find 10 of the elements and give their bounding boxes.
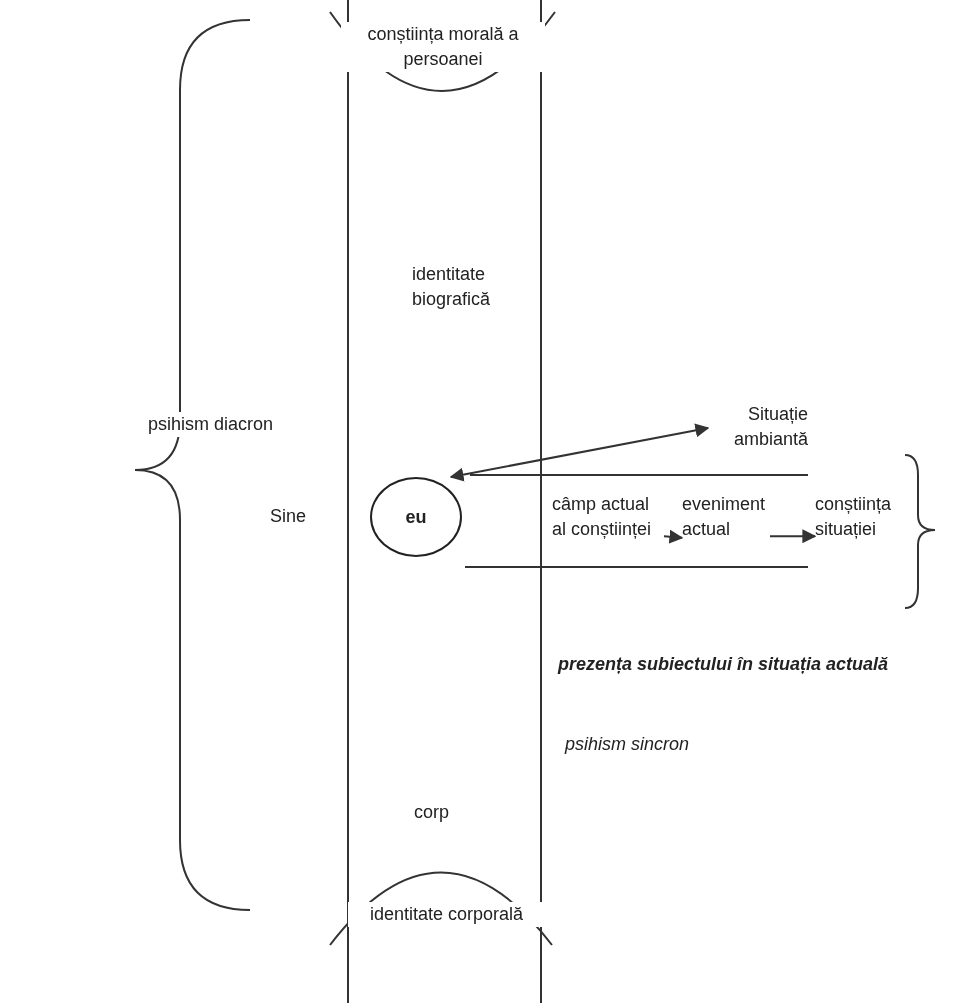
arrow [769, 529, 817, 544]
arrow [449, 423, 710, 482]
node-text: eveniment actual [682, 492, 770, 544]
label-text: identitate corporală [348, 902, 545, 927]
label-text: conștiința morală a persoanei [341, 22, 545, 72]
arrow [663, 529, 684, 544]
node-text: Situație ambiantă [708, 402, 808, 454]
node-text: conștiința situației [815, 492, 903, 544]
ellipse-node: eu [370, 477, 462, 557]
node-text: câmp actual al conștiinței [552, 492, 664, 544]
